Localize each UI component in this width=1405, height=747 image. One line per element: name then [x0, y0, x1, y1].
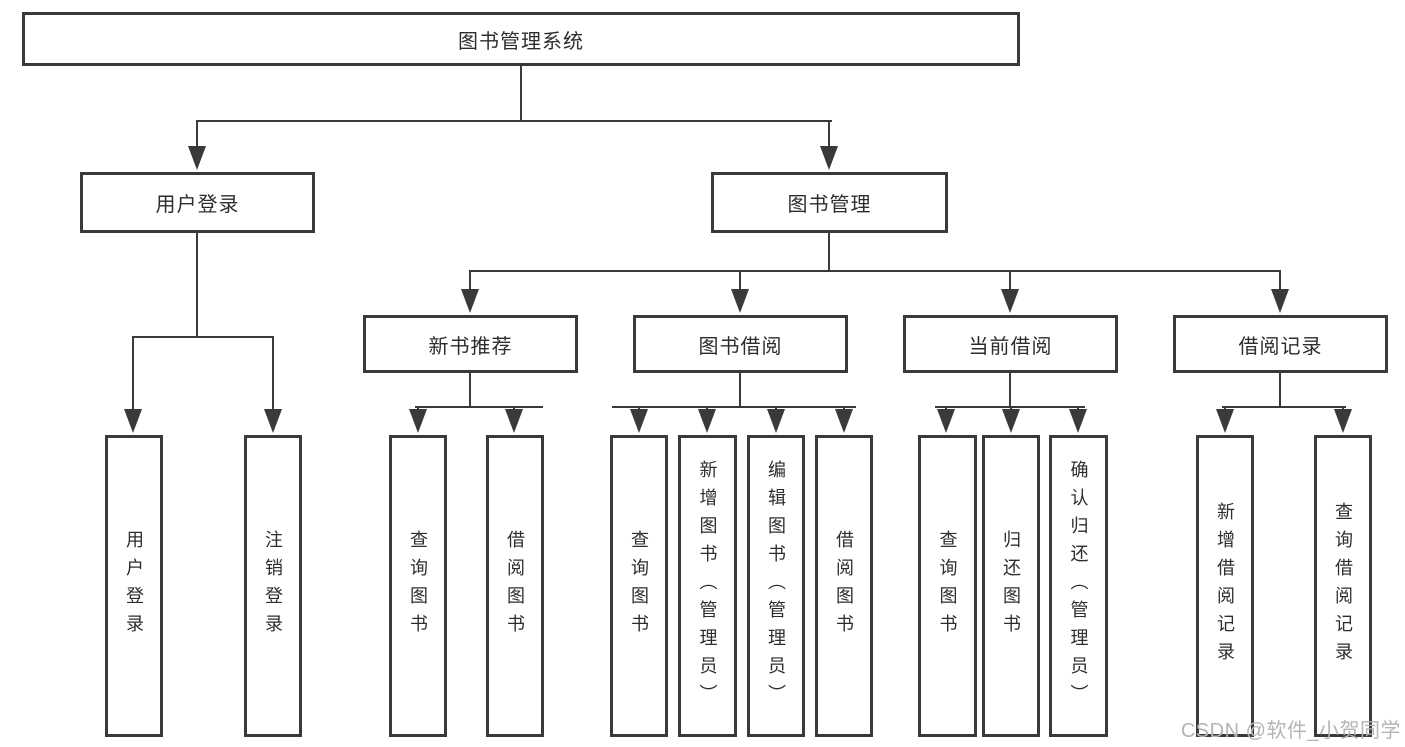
arrow-down-icon — [461, 289, 479, 313]
leaf-query-books-borrow: 查询图书 — [610, 435, 668, 737]
node-label: 编辑图书（管理员） — [766, 460, 786, 712]
connector-vline — [739, 270, 741, 293]
arrow-down-icon — [630, 409, 648, 433]
connector-vline — [1009, 373, 1011, 406]
arrow-down-icon — [767, 409, 785, 433]
node-label: 借阅图书 — [505, 530, 525, 642]
connector-hline — [612, 406, 856, 408]
connector-hline — [1222, 406, 1346, 408]
arrow-down-icon — [1001, 289, 1019, 313]
arrow-down-icon — [835, 409, 853, 433]
node-label: 用户登录 — [155, 194, 240, 216]
arrow-down-icon — [1069, 409, 1087, 433]
node-current-borrow: 当前借阅 — [903, 315, 1118, 373]
connector-vline — [828, 120, 830, 150]
leaf-edit-book-admin: 编辑图书（管理员） — [747, 435, 805, 737]
connector-hline — [469, 270, 1281, 272]
leaf-query-books-current: 查询图书 — [918, 435, 977, 737]
node-label: 确认归还（管理员） — [1068, 460, 1089, 712]
arrow-down-icon — [505, 409, 523, 433]
node-label: 查询借阅记录 — [1333, 502, 1353, 670]
leaf-confirm-return-admin: 确认归还（管理员） — [1049, 435, 1108, 737]
node-label: 新书推荐 — [428, 335, 513, 358]
connector-vline — [828, 233, 830, 270]
node-label: 新增图书（管理员） — [697, 460, 718, 712]
leaf-add-book-admin: 新增图书（管理员） — [678, 435, 737, 737]
node-label: 图书借阅 — [698, 335, 783, 358]
leaf-borrow-books: 借阅图书 — [815, 435, 873, 737]
connector-hline — [196, 120, 832, 122]
arrow-down-icon — [124, 409, 142, 433]
connector-vline — [1279, 373, 1281, 406]
leaf-add-borrow-record: 新增借阅记录 — [1196, 435, 1254, 737]
node-label: 借阅图书 — [834, 530, 854, 642]
connector-vline — [196, 120, 198, 150]
arrow-down-icon — [731, 289, 749, 313]
node-label: 归还图书 — [1001, 530, 1021, 642]
node-label: 图书管理 — [787, 194, 872, 216]
connector-hline — [132, 336, 274, 338]
node-label: 查询图书 — [629, 530, 649, 642]
watermark: CSDN @软件_小贺同学 — [1180, 720, 1401, 742]
node-label: 查询图书 — [937, 530, 958, 642]
arrow-down-icon — [409, 409, 427, 433]
node-book-management: 图书管理 — [711, 172, 948, 233]
connector-vline — [739, 373, 741, 406]
connector-hline — [415, 406, 543, 408]
node-borrow-records: 借阅记录 — [1173, 315, 1388, 373]
connector-vline — [272, 336, 274, 413]
connector-vline — [469, 270, 471, 293]
leaf-logout: 注销登录 — [244, 435, 302, 737]
connector-vline — [132, 336, 134, 413]
node-new-book-recommend: 新书推荐 — [363, 315, 578, 373]
node-book-borrow: 图书借阅 — [633, 315, 848, 373]
node-label: 当前借阅 — [968, 335, 1053, 358]
node-label: 借阅记录 — [1238, 335, 1323, 358]
connector-vline — [1279, 270, 1281, 293]
arrow-down-icon — [264, 409, 282, 433]
connector-vline — [196, 233, 198, 336]
arrow-down-icon — [1216, 409, 1234, 433]
arrow-down-icon — [820, 146, 838, 170]
connector-vline — [1009, 270, 1011, 293]
leaf-query-borrow-record: 查询借阅记录 — [1314, 435, 1372, 737]
node-label: 图书管理系统 — [458, 30, 584, 53]
arrow-down-icon — [937, 409, 955, 433]
node-root: 图书管理系统 — [22, 12, 1020, 66]
node-label: 注销登录 — [263, 530, 283, 642]
leaf-return-book: 归还图书 — [982, 435, 1040, 737]
leaf-query-books-recommend: 查询图书 — [389, 435, 447, 737]
leaf-user-login: 用户登录 — [105, 435, 163, 737]
node-user-login: 用户登录 — [80, 172, 315, 233]
arrow-down-icon — [698, 409, 716, 433]
connector-vline — [520, 66, 522, 120]
node-label: 用户登录 — [124, 530, 144, 642]
connector-vline — [469, 373, 471, 406]
leaf-borrow-books-recommend: 借阅图书 — [486, 435, 544, 737]
arrow-down-icon — [1334, 409, 1352, 433]
arrow-down-icon — [1271, 289, 1289, 313]
arrow-down-icon — [1002, 409, 1020, 433]
node-label: 新增借阅记录 — [1215, 502, 1235, 670]
arrow-down-icon — [188, 146, 206, 170]
node-label: 查询图书 — [408, 530, 428, 642]
